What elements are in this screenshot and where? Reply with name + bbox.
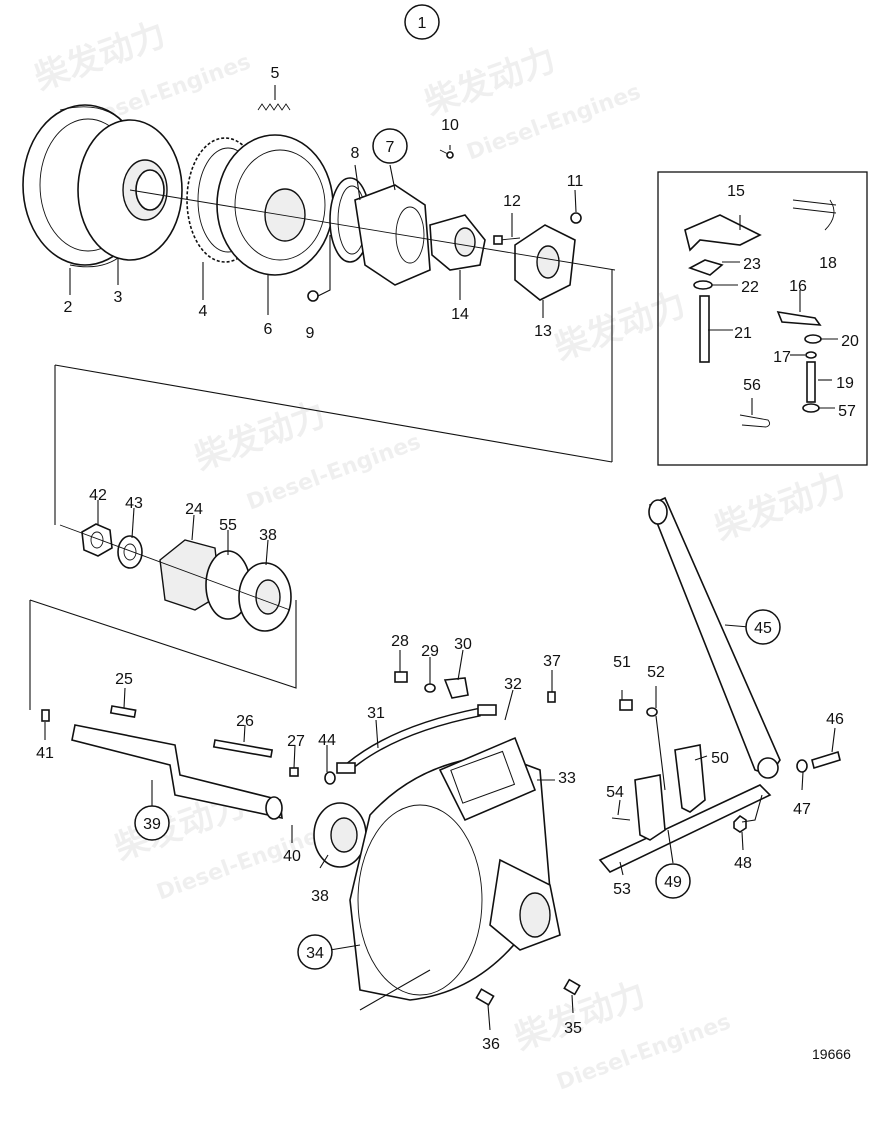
fittings	[475, 691, 581, 1006]
part-number-44: 44	[318, 732, 336, 749]
callout-circle	[372, 128, 408, 164]
part-number-54: 54	[606, 784, 624, 801]
part-number-48: 48	[734, 855, 752, 872]
part-number-1: 1	[418, 15, 427, 32]
shift-shaft	[598, 699, 841, 873]
nut-washer-bearing-set	[59, 523, 292, 632]
callout-circle	[134, 805, 170, 841]
part-number-31: 31	[367, 705, 385, 722]
part-number-16: 16	[789, 278, 807, 295]
output-bearing	[313, 802, 367, 868]
part-number-55: 55	[219, 517, 237, 534]
screws	[307, 149, 582, 302]
part-number-11: 11	[567, 173, 584, 190]
clutch-disc	[216, 134, 334, 276]
part-number-27: 27	[287, 733, 305, 750]
coupling-hub	[77, 119, 183, 261]
bearing-carrier	[429, 214, 486, 271]
part-number-28: 28	[391, 633, 409, 650]
part-number-14: 14	[451, 306, 469, 323]
part-number-45: 45	[754, 620, 772, 637]
shift-lever	[648, 496, 781, 779]
part-number-2: 2	[64, 299, 73, 316]
part-number-34: 34	[306, 945, 324, 962]
part-number-9: 9	[306, 325, 315, 342]
part-number-56: 56	[743, 377, 761, 394]
part-number-42: 42	[89, 487, 107, 504]
part-number-20: 20	[841, 333, 859, 350]
part-number-24: 24	[185, 501, 203, 518]
part-number-38: 38	[259, 527, 277, 544]
part-number-13: 13	[534, 323, 552, 340]
frame-line	[29, 599, 297, 689]
part-number-19: 19	[836, 375, 854, 392]
callout-circle	[655, 863, 691, 899]
gearbox-housing	[349, 736, 561, 1001]
detail-inset-box	[657, 171, 868, 466]
inset-parts	[684, 199, 837, 428]
part-number-21: 21	[734, 325, 752, 342]
callout-circle	[297, 934, 333, 970]
watermark-text: 柴发动力	[549, 284, 690, 368]
part-number-23: 23	[743, 256, 761, 273]
part-number-53: 53	[613, 881, 631, 898]
part-number-41: 41	[36, 745, 54, 762]
callout-circle	[404, 4, 440, 40]
part-number-49: 49	[664, 874, 682, 891]
watermark-text: 柴发动力	[189, 394, 330, 478]
part-number-36: 36	[482, 1036, 500, 1053]
part-number-26: 26	[236, 713, 254, 730]
part-number-33: 33	[558, 770, 576, 787]
axis-line	[129, 189, 616, 271]
part-number-52: 52	[647, 664, 665, 681]
callout-circle	[745, 609, 781, 645]
part-number-47: 47	[793, 801, 811, 818]
part-number-7: 7	[386, 139, 395, 156]
part-number-50: 50	[711, 750, 729, 767]
part-number-29: 29	[421, 643, 439, 660]
part-number-5: 5	[271, 65, 280, 82]
part-number-51: 51	[613, 654, 631, 671]
watermark-text: 柴发动力	[419, 39, 560, 123]
part-number-6: 6	[264, 321, 273, 338]
part-number-25: 25	[115, 671, 133, 688]
part-number-8: 8	[351, 145, 360, 162]
frame-line	[54, 364, 613, 463]
watermark-text: 柴发动力	[709, 464, 850, 548]
part-number-30: 30	[454, 636, 472, 653]
part-number-37: 37	[543, 653, 561, 670]
bearing-flange	[514, 224, 576, 301]
part-number-18: 18	[819, 255, 837, 272]
part-number-35: 35	[564, 1020, 582, 1037]
drawing-reference-number: 19666	[812, 1046, 851, 1062]
input-shaft	[41, 705, 299, 820]
part-number-40: 40	[283, 848, 301, 865]
part-number-46: 46	[826, 711, 844, 728]
clutch-housing	[354, 184, 431, 286]
part-number-15: 15	[727, 183, 745, 200]
part-number-57: 57	[838, 403, 856, 420]
part-number-43: 43	[125, 495, 143, 512]
part-number-3: 3	[114, 289, 123, 306]
part-number-22: 22	[741, 279, 759, 296]
part-number-4: 4	[199, 303, 208, 320]
oil-hose	[324, 671, 497, 785]
part-number-17: 17	[773, 349, 791, 366]
part-number-12: 12	[503, 193, 521, 210]
leader-lines	[44, 85, 838, 1031]
part-number-38: 38	[311, 888, 329, 905]
part-number-32: 32	[504, 676, 522, 693]
part-number-39: 39	[143, 816, 161, 833]
springs	[257, 103, 291, 111]
part-labels: 1234567891011121314151617181920212223242…	[36, 4, 859, 1053]
part-number-10: 10	[441, 117, 459, 134]
